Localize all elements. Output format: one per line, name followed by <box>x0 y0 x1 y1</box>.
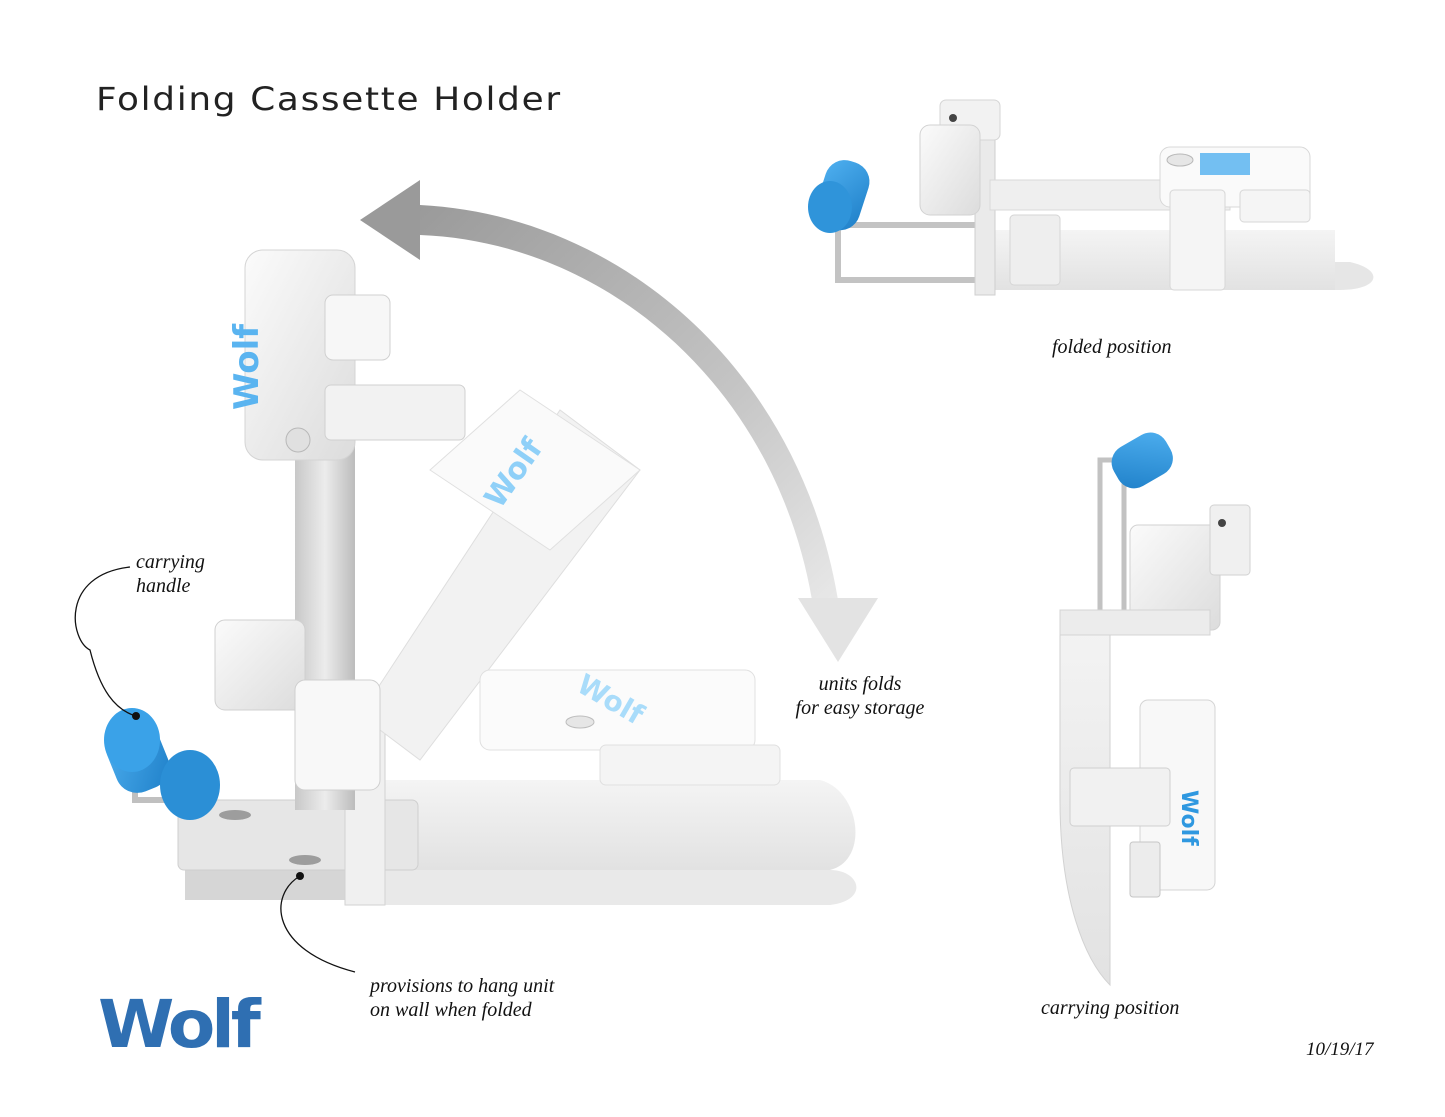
plate-logo: Wolf <box>1176 790 1201 846</box>
annotation-line: for easy storage <box>795 697 925 719</box>
main-unit-illustration: Wolf Wolf Wolf <box>104 249 857 906</box>
annotation-line: on wall when folded <box>370 999 532 1021</box>
page-title: Folding Cassette Holder <box>96 80 562 118</box>
fold-arrow-icon <box>360 180 878 662</box>
wolf-logo: Wolf <box>98 986 261 1063</box>
folded-position-illustration <box>808 99 1374 296</box>
leader-line-handle <box>74 566 140 720</box>
caption-carrying-position: carrying position <box>1041 997 1180 1019</box>
annotation-carrying-handle: carrying handle <box>136 550 205 598</box>
annotation-line: carrying <box>136 551 205 573</box>
carrying-handle <box>104 708 220 820</box>
carrying-position-illustration: Wolf <box>1059 432 1251 987</box>
document-date: 10/19/17 <box>1306 1039 1374 1060</box>
leader-line-provisions <box>280 872 356 973</box>
annotation-line: handle <box>136 575 191 597</box>
caption-folded-position: folded position <box>1052 336 1172 358</box>
annotation-line: units folds <box>818 673 902 695</box>
annotation-line: provisions to hang unit <box>370 975 555 997</box>
annotation-folds: units folds for easy storage <box>775 672 945 720</box>
annotation-provisions: provisions to hang unit on wall when fol… <box>370 974 554 1022</box>
plate-logo: Wolf <box>227 323 267 410</box>
